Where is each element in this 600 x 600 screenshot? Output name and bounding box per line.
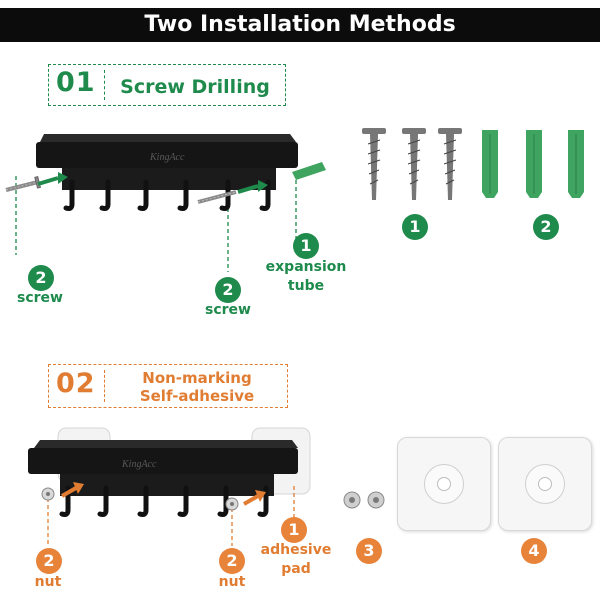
expansion-tube-3 (568, 130, 584, 198)
method1-number: 01 (56, 67, 96, 98)
rack1-arrow-left-head (58, 172, 68, 184)
rack2-backplate (60, 474, 274, 496)
rack1-tray-front (36, 142, 298, 168)
rack2-hook-2 (97, 485, 109, 517)
page-title: Two Installation Methods (144, 12, 456, 37)
expansion-tube-2 (526, 130, 542, 198)
parts-badge-2: 2 (533, 214, 559, 240)
rack1-hook-6 (259, 179, 271, 211)
rack1-arrow-right-head (258, 180, 268, 192)
rack1-hooks (63, 179, 271, 211)
rack1-hook-2 (99, 179, 111, 211)
rack2-hooks (59, 485, 269, 517)
expansion-tube-1 (482, 130, 498, 198)
rack2-brand: KingAcc (121, 459, 157, 470)
rack2-arrow-right-head (255, 490, 266, 502)
parts-badge-1: 1 (402, 214, 428, 240)
parts-badge-3: 3 (356, 538, 382, 564)
method2-left-badge: 2 (36, 548, 62, 574)
rack2-tray-front (28, 448, 298, 474)
adhesive-pad-2-hole (538, 477, 552, 491)
rack2-illustration: KingAcc (28, 427, 311, 546)
rack2-arrow-right (243, 494, 259, 506)
method1-mid-badge: 2 (215, 277, 241, 303)
rack1-hook-3 (137, 179, 149, 211)
rack2-hook-6 (257, 485, 269, 517)
rack1-arrow-left (37, 176, 59, 186)
rack2-hook-4 (177, 485, 189, 517)
rack1-tray-back (40, 134, 296, 142)
rack2-arrow-left (61, 486, 77, 498)
method2-right-caption-1: adhesive (260, 542, 332, 558)
rack2-arrow-left-head (73, 482, 84, 494)
screw-2 (402, 128, 426, 200)
method2-divider (104, 370, 105, 402)
parts-badge-4: 4 (521, 538, 547, 564)
screw-3 (438, 128, 462, 200)
method1-heading-box (48, 64, 286, 106)
method1-left-badge: 2 (28, 265, 54, 291)
rack1-hook-1 (63, 179, 75, 211)
method1-left-caption: screw (17, 290, 63, 306)
adhesive-pad-2 (498, 437, 592, 531)
rack1-hook-4 (177, 179, 189, 211)
rack1-hook-5 (219, 179, 231, 211)
nut-1 (343, 491, 361, 509)
method2-label-1: Non-marking (142, 369, 252, 387)
rack2-hook-1 (59, 485, 71, 517)
page-title-banner: Two Installation Methods (0, 8, 600, 42)
screw-1 (362, 128, 386, 200)
rack1-screw-right (197, 190, 237, 204)
method2-right-badge: 1 (281, 517, 307, 543)
rack1-arrow-right (237, 184, 259, 194)
method1-right-caption-1: expansion (265, 259, 347, 275)
method1-divider (104, 70, 105, 100)
rack1-brand: KingAcc (149, 152, 185, 163)
method1-mid-caption: screw (205, 302, 251, 318)
parts-screws (362, 128, 462, 200)
method2-left-caption: nut (34, 574, 62, 590)
method2-label-2: Self-adhesive (139, 387, 255, 405)
rack1-screw-left (5, 176, 41, 192)
method1-right-caption-2: tube (287, 278, 325, 294)
method2-number: 02 (56, 368, 96, 399)
parts-nuts (343, 491, 385, 509)
method2-mid-caption: nut (218, 574, 246, 590)
rack1-illustration: KingAcc (5, 134, 326, 272)
rack1-expansion-tube (292, 162, 326, 180)
nut-2 (367, 491, 385, 509)
adhesive-pad-1-hole (437, 477, 451, 491)
method2-heading-box (48, 364, 288, 408)
rack2-hook-5 (217, 485, 229, 517)
method2-mid-badge: 2 (219, 548, 245, 574)
rack2-tray-back (34, 440, 298, 448)
rack1-backplate (62, 168, 276, 190)
method2-right-caption-2: pad (281, 561, 311, 577)
method1-right-badge: 1 (293, 233, 319, 259)
parts-expansion-tubes (482, 130, 584, 198)
rack2-hook-3 (137, 485, 149, 517)
adhesive-pad-1 (397, 437, 491, 531)
method1-label: Screw Drilling (120, 76, 270, 98)
